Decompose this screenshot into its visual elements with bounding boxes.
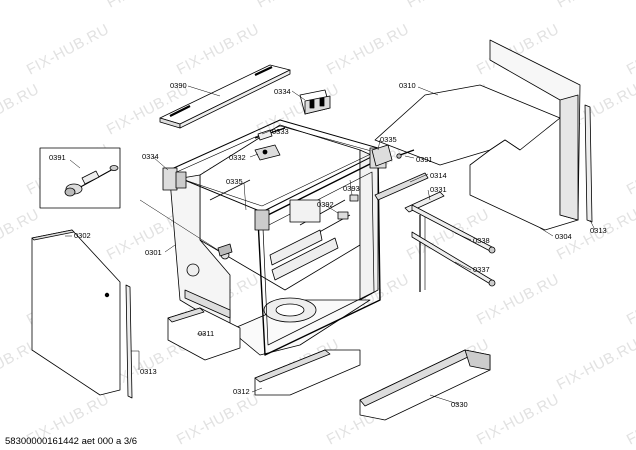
watermark-text: FIX-HUB.RU	[624, 21, 636, 79]
watermark-text: FIX-HUB.RU	[474, 391, 562, 449]
label-0301: 0301	[145, 248, 162, 257]
part-0334-top-bracket	[299, 89, 331, 115]
label-0334-top: 0334	[274, 87, 291, 96]
label-0334-left: 0334	[142, 152, 159, 161]
watermark-text: FIX-HUB.RU	[624, 271, 636, 329]
part-0333-bracket	[254, 127, 286, 141]
label-0331: 0331	[430, 185, 447, 194]
label-0333: 0333	[272, 127, 289, 136]
part-0313-left-strip	[125, 284, 133, 399]
watermark-text: FIX-HUB.RU	[624, 141, 636, 199]
label-0335-right: 0335	[380, 135, 397, 144]
label-0311: 0311	[198, 329, 214, 338]
label-0391-right: 0391	[416, 155, 433, 164]
label-0338: 0338	[473, 236, 490, 245]
part-0338-rail	[411, 204, 496, 254]
label-0330: 0330	[451, 400, 468, 409]
part-0332-clip	[254, 144, 281, 161]
label-0313-right: 0313	[590, 226, 607, 235]
label-0391-inset: 0391	[49, 153, 66, 162]
part-0312-base-strip	[254, 349, 361, 396]
label-0313-left: 0313	[140, 367, 157, 376]
watermark-text: FIX-HUB.RU	[0, 81, 42, 139]
part-0314-rail	[374, 172, 429, 201]
label-0302: 0302	[74, 231, 91, 240]
watermark-text: FIX-HUB.RU	[624, 391, 636, 449]
part-labels: 0390 0334 0333 0332 0391 0334 0335 0393 …	[49, 81, 607, 409]
part-0313-right-strip	[584, 104, 593, 223]
label-0310: 0310	[399, 81, 416, 90]
label-0314: 0314	[430, 171, 447, 180]
leader-lines	[65, 85, 596, 405]
part-0390-strip	[159, 64, 291, 129]
watermark-text: FIX-HUB.RU	[554, 336, 636, 394]
part-0301-screw	[217, 243, 233, 257]
label-0335-left: 0335	[226, 177, 243, 186]
label-0390: 0390	[170, 81, 187, 90]
watermark-text: FIX-HUB.RU	[254, 0, 342, 12]
label-0312: 0312	[233, 387, 250, 396]
watermark-text: FIX-HUB.RU	[174, 391, 262, 449]
watermark-text: FIX-HUB.RU	[174, 21, 262, 79]
part-0335-bracket	[371, 144, 393, 167]
part-0392-clip	[337, 211, 349, 220]
part-0391-screw	[396, 149, 415, 159]
part-0393-clip	[349, 194, 359, 202]
document-footer-code: 58300000161442 aet 000 a 3/6	[5, 436, 138, 447]
watermark-text: FIX-HUB.RU	[254, 81, 342, 139]
part-0304-side-panel	[469, 39, 581, 231]
label-0392: 0392	[317, 200, 334, 209]
part-0337-rail	[411, 231, 496, 287]
label-0393: 0393	[343, 184, 360, 193]
watermark-text: FIX-HUB.RU	[404, 0, 492, 12]
watermark-text: FIX-HUB.RU	[554, 0, 636, 12]
part-0330-kick-plate	[359, 349, 491, 421]
part-0391-screw-inset	[39, 147, 121, 209]
label-0332: 0332	[229, 153, 246, 162]
tub-cavity-body	[162, 119, 387, 356]
label-0337: 0337	[473, 265, 490, 274]
watermark-text: FIX-HUB.RU	[24, 21, 112, 79]
watermark-text: FIX-HUB.RU	[0, 0, 42, 12]
part-0302-side-panel	[31, 229, 121, 396]
watermark-text: FIX-HUB.RU	[324, 21, 412, 79]
watermark-text: FIX-HUB.RU	[104, 0, 192, 12]
label-0304: 0304	[555, 232, 572, 241]
